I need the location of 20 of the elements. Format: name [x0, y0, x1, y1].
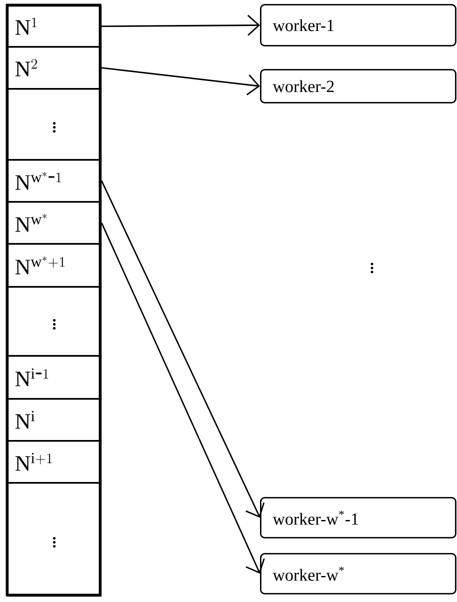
ellipsis: $\vdots$ — [370, 262, 374, 274]
table-cell: $\mathrm{N}^{\mathrm{i}}$ — [7, 398, 102, 442]
table-cell: $\mathrm{N}^{\mathrm{w}^{*}+1}$ — [7, 243, 102, 288]
worker-box: worker-w$^{*}$ — [260, 553, 456, 594]
table-cell: $\mathrm{N}^{\mathrm{w}^{*}\textrm{-}1}$ — [7, 159, 102, 203]
arrow — [102, 67, 260, 96]
arrow — [102, 14, 260, 36]
worker-box: worker-1 — [260, 4, 456, 46]
table-cell: $\mathrm{N}^{\mathrm{i}\textrm{-}1}$ — [7, 355, 102, 400]
table-cell: $\mathrm{N}^{2}$ — [7, 46, 102, 90]
worker-box: worker-w$^{*}$-1 — [260, 497, 456, 538]
table-cell: $\mathrm{N}^{\mathrm{w}^{*}}$ — [7, 201, 102, 245]
table-cell: $\vdots$ — [7, 88, 102, 161]
worker-box: worker-2 — [260, 69, 456, 104]
table-cell: $\mathrm{N}^{\mathrm{i}+1}$ — [7, 440, 102, 484]
table-cell: $\vdots$ — [7, 482, 102, 597]
arrow — [100, 180, 265, 518]
table-cell: $\mathrm{N}^{1}$ — [7, 5, 102, 48]
table-cell: $\vdots$ — [7, 286, 102, 357]
arrow — [100, 222, 265, 574]
